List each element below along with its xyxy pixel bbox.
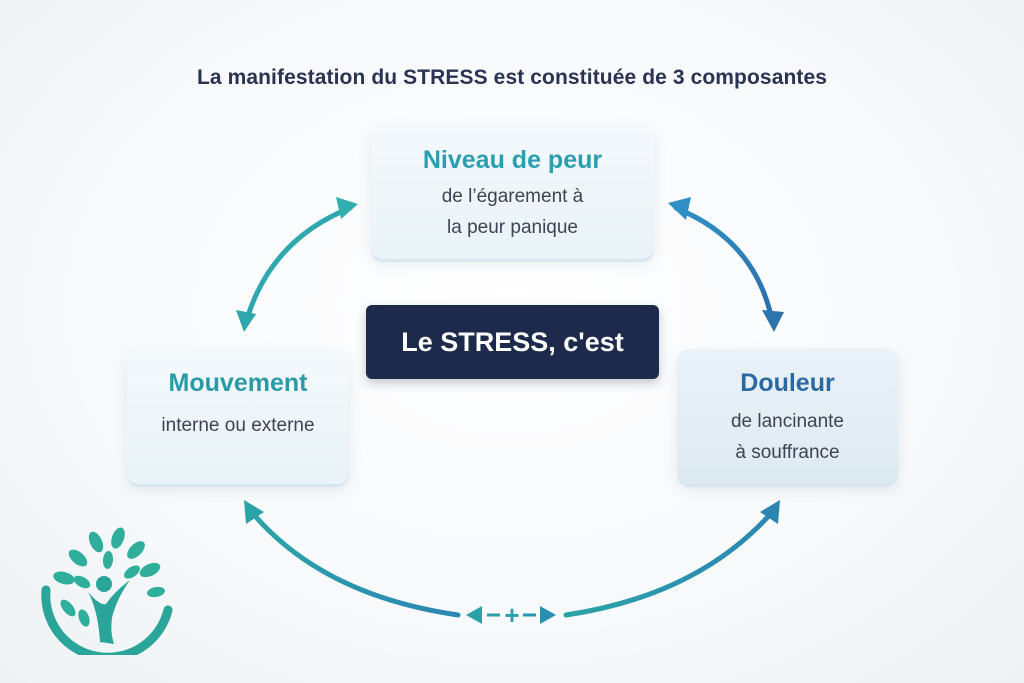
movement-line-1: interne ou externe — [161, 415, 315, 436]
arrow-top-left — [236, 197, 358, 332]
pain-line-2: à souffrance — [735, 442, 840, 463]
component-card-pain: Douleur de lancinante à souffrance — [677, 349, 898, 484]
fear-line-2: la peur panique — [447, 217, 578, 238]
movement-heading: Mouvement — [168, 369, 308, 397]
component-card-fear: Niveau de peur de l’égarement à la peur … — [371, 124, 654, 259]
tree-person-icon — [41, 527, 173, 655]
pain-heading: Douleur — [740, 369, 835, 397]
pain-line-1: de lancinante — [730, 411, 845, 432]
arrow-top-right — [668, 197, 784, 332]
component-card-movement: Mouvement interne ou externe — [127, 349, 349, 484]
fear-line-1: de l’égarement à — [441, 186, 584, 207]
center-label: Le STRESS, c'est — [366, 305, 659, 379]
fear-heading: Niveau de peur — [422, 146, 603, 174]
bottom-plus-symbol: + — [504, 600, 519, 630]
diagram-title: La manifestation du STRESS est constitué… — [196, 66, 828, 89]
arrow-bottom — [244, 500, 780, 624]
